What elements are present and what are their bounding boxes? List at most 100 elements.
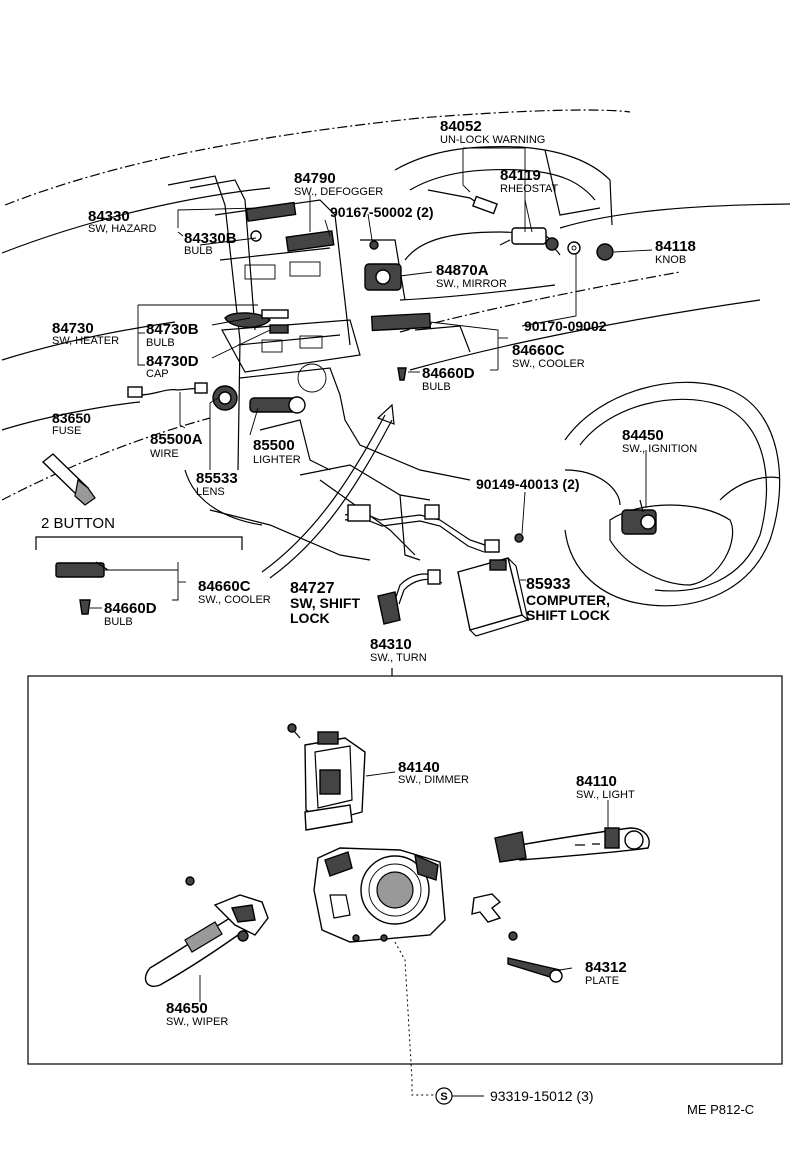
part-desc: BULB bbox=[184, 245, 213, 257]
callout-84119: 84119 RHEOSTAT bbox=[500, 167, 559, 195]
switch-defogger bbox=[285, 230, 335, 252]
part-number: 85933 bbox=[526, 576, 571, 593]
part-desc: PLATE bbox=[585, 975, 619, 987]
callout-85500: 85500 LIGHTER bbox=[253, 437, 301, 466]
part-desc-line1: SW, SHIFT bbox=[290, 595, 360, 611]
shift-lock-computer bbox=[457, 539, 529, 637]
part-desc: SW., TURN bbox=[370, 652, 427, 664]
part-number: 90149-40013 (2) bbox=[476, 476, 580, 492]
combination-switch-body bbox=[313, 847, 446, 943]
part-number: 84118 bbox=[655, 238, 696, 255]
part-number: 84312 bbox=[585, 959, 627, 976]
callout-85933: 85933 COMPUTER, SHIFT LOCK bbox=[526, 576, 610, 623]
part-number: 84727 bbox=[290, 580, 335, 597]
part-desc: SW, HEATER bbox=[52, 335, 119, 347]
part-number: 84790 bbox=[294, 170, 336, 187]
part-desc: LIGHTER bbox=[253, 454, 301, 466]
part-desc: SW., DEFOGGER bbox=[294, 186, 383, 198]
callout-84052: 84052 UN-LOCK WARNING bbox=[440, 118, 545, 146]
screw-plate bbox=[508, 931, 518, 941]
part-number: 84310 bbox=[370, 636, 412, 653]
part-number: 93319-15012 (3) bbox=[490, 1088, 594, 1104]
shift-lock-switch bbox=[377, 569, 443, 625]
part-number: 84730 bbox=[52, 320, 94, 337]
callout-84312: 84312 PLATE bbox=[585, 959, 627, 987]
callout-93319: S 93319-15012 (3) bbox=[435, 1087, 594, 1105]
callout-84660C-bottom: 84660C SW., COOLER bbox=[198, 578, 271, 606]
callout-84660C-top: 84660C SW., COOLER bbox=[512, 342, 585, 370]
callout-84118: 84118 KNOB bbox=[655, 238, 696, 266]
plate-part bbox=[471, 893, 502, 923]
part-desc: KNOB bbox=[655, 254, 686, 266]
part-desc: SW., COOLER bbox=[198, 594, 271, 606]
bolt-leader bbox=[394, 941, 435, 1096]
callout-two-button: 2 BUTTON bbox=[41, 515, 115, 532]
dashboard-outline bbox=[1, 109, 791, 561]
callout-84660D-bottom: 84660D BULB bbox=[104, 600, 157, 628]
cigarette-lighter bbox=[212, 385, 306, 414]
arrow-route bbox=[261, 403, 395, 579]
rheostat bbox=[499, 227, 559, 251]
steering-wheel bbox=[564, 381, 781, 607]
part-number: 84140 bbox=[398, 759, 440, 776]
fastener-90167 bbox=[369, 240, 379, 250]
dimmer-switch bbox=[287, 723, 366, 831]
switch-heater bbox=[224, 309, 289, 334]
part-number: 84450 bbox=[622, 427, 664, 444]
part-desc: CAP bbox=[146, 368, 169, 380]
callout-90149: 90149-40013 (2) bbox=[476, 476, 580, 492]
callout-84870A: 84870A SW., MIRROR bbox=[436, 262, 507, 290]
part-number: 85500A bbox=[150, 431, 203, 448]
part-desc-line2: SHIFT LOCK bbox=[526, 607, 610, 623]
part-number: 90170-09002 bbox=[524, 318, 607, 334]
part-number: 84330 bbox=[88, 208, 130, 225]
part-number: 84330B bbox=[184, 230, 237, 247]
wiper-switch-lever bbox=[144, 876, 269, 987]
part-desc: SW., WIPER bbox=[166, 1016, 228, 1028]
screw-90149 bbox=[514, 533, 524, 543]
part-desc: SW, HAZARD bbox=[88, 223, 157, 235]
callout-84330B: 84330B BULB bbox=[184, 230, 237, 257]
callout-84730: 84730 SW, HEATER bbox=[52, 320, 119, 347]
shift-lock-harness bbox=[344, 494, 486, 561]
callout-84790: 84790 SW., DEFOGGER bbox=[294, 170, 383, 198]
turn-switch-frame bbox=[27, 675, 783, 1065]
callout-84730D: 84730D CAP bbox=[146, 353, 199, 380]
callout-84730B: 84730B BULB bbox=[146, 321, 199, 349]
part-number: 84730B bbox=[146, 321, 199, 338]
lighter-wire bbox=[127, 382, 208, 398]
nut-90170 bbox=[567, 241, 581, 255]
callout-84450: 84450 SW., IGNITION bbox=[622, 427, 697, 455]
callout-84140: 84140 SW., DIMMER bbox=[398, 759, 469, 786]
part-desc: SW., MIRROR bbox=[436, 278, 507, 290]
part-desc: FUSE bbox=[52, 425, 81, 437]
page-code: ME P812-C bbox=[687, 1102, 754, 1117]
knob-84118 bbox=[596, 243, 614, 261]
callout-83650: 83650 FUSE bbox=[52, 410, 91, 437]
part-number: 85500 bbox=[253, 437, 295, 454]
part-number: 84110 bbox=[576, 773, 617, 790]
part-number: 84660D bbox=[104, 600, 157, 617]
part-number: 84119 bbox=[500, 167, 541, 184]
part-number: 83650 bbox=[52, 410, 91, 426]
part-desc: LENS bbox=[196, 486, 225, 498]
part-desc: RHEOSTAT bbox=[500, 183, 559, 195]
part-desc: BULB bbox=[422, 381, 451, 393]
part-desc-line2: LOCK bbox=[290, 610, 330, 626]
callout-84310: 84310 SW., TURN bbox=[370, 636, 427, 664]
callout-85533: 85533 LENS bbox=[196, 470, 238, 498]
part-number: 84650 bbox=[166, 1000, 208, 1017]
part-number: 84052 bbox=[440, 118, 482, 135]
switch-cooler-top bbox=[370, 312, 432, 381]
part-number: 84660C bbox=[512, 342, 565, 359]
group-label: 2 BUTTON bbox=[41, 515, 115, 532]
part-desc: SW., COOLER bbox=[512, 358, 585, 370]
part-desc: SW., LIGHT bbox=[576, 789, 635, 801]
part-desc: BULB bbox=[104, 616, 133, 628]
part-number: 90167-50002 (2) bbox=[330, 204, 434, 220]
callout-90170: 90170-09002 bbox=[524, 318, 607, 334]
callout-84650: 84650 SW., WIPER bbox=[166, 1000, 228, 1028]
callout-90167: 90167-50002 (2) bbox=[330, 204, 434, 220]
